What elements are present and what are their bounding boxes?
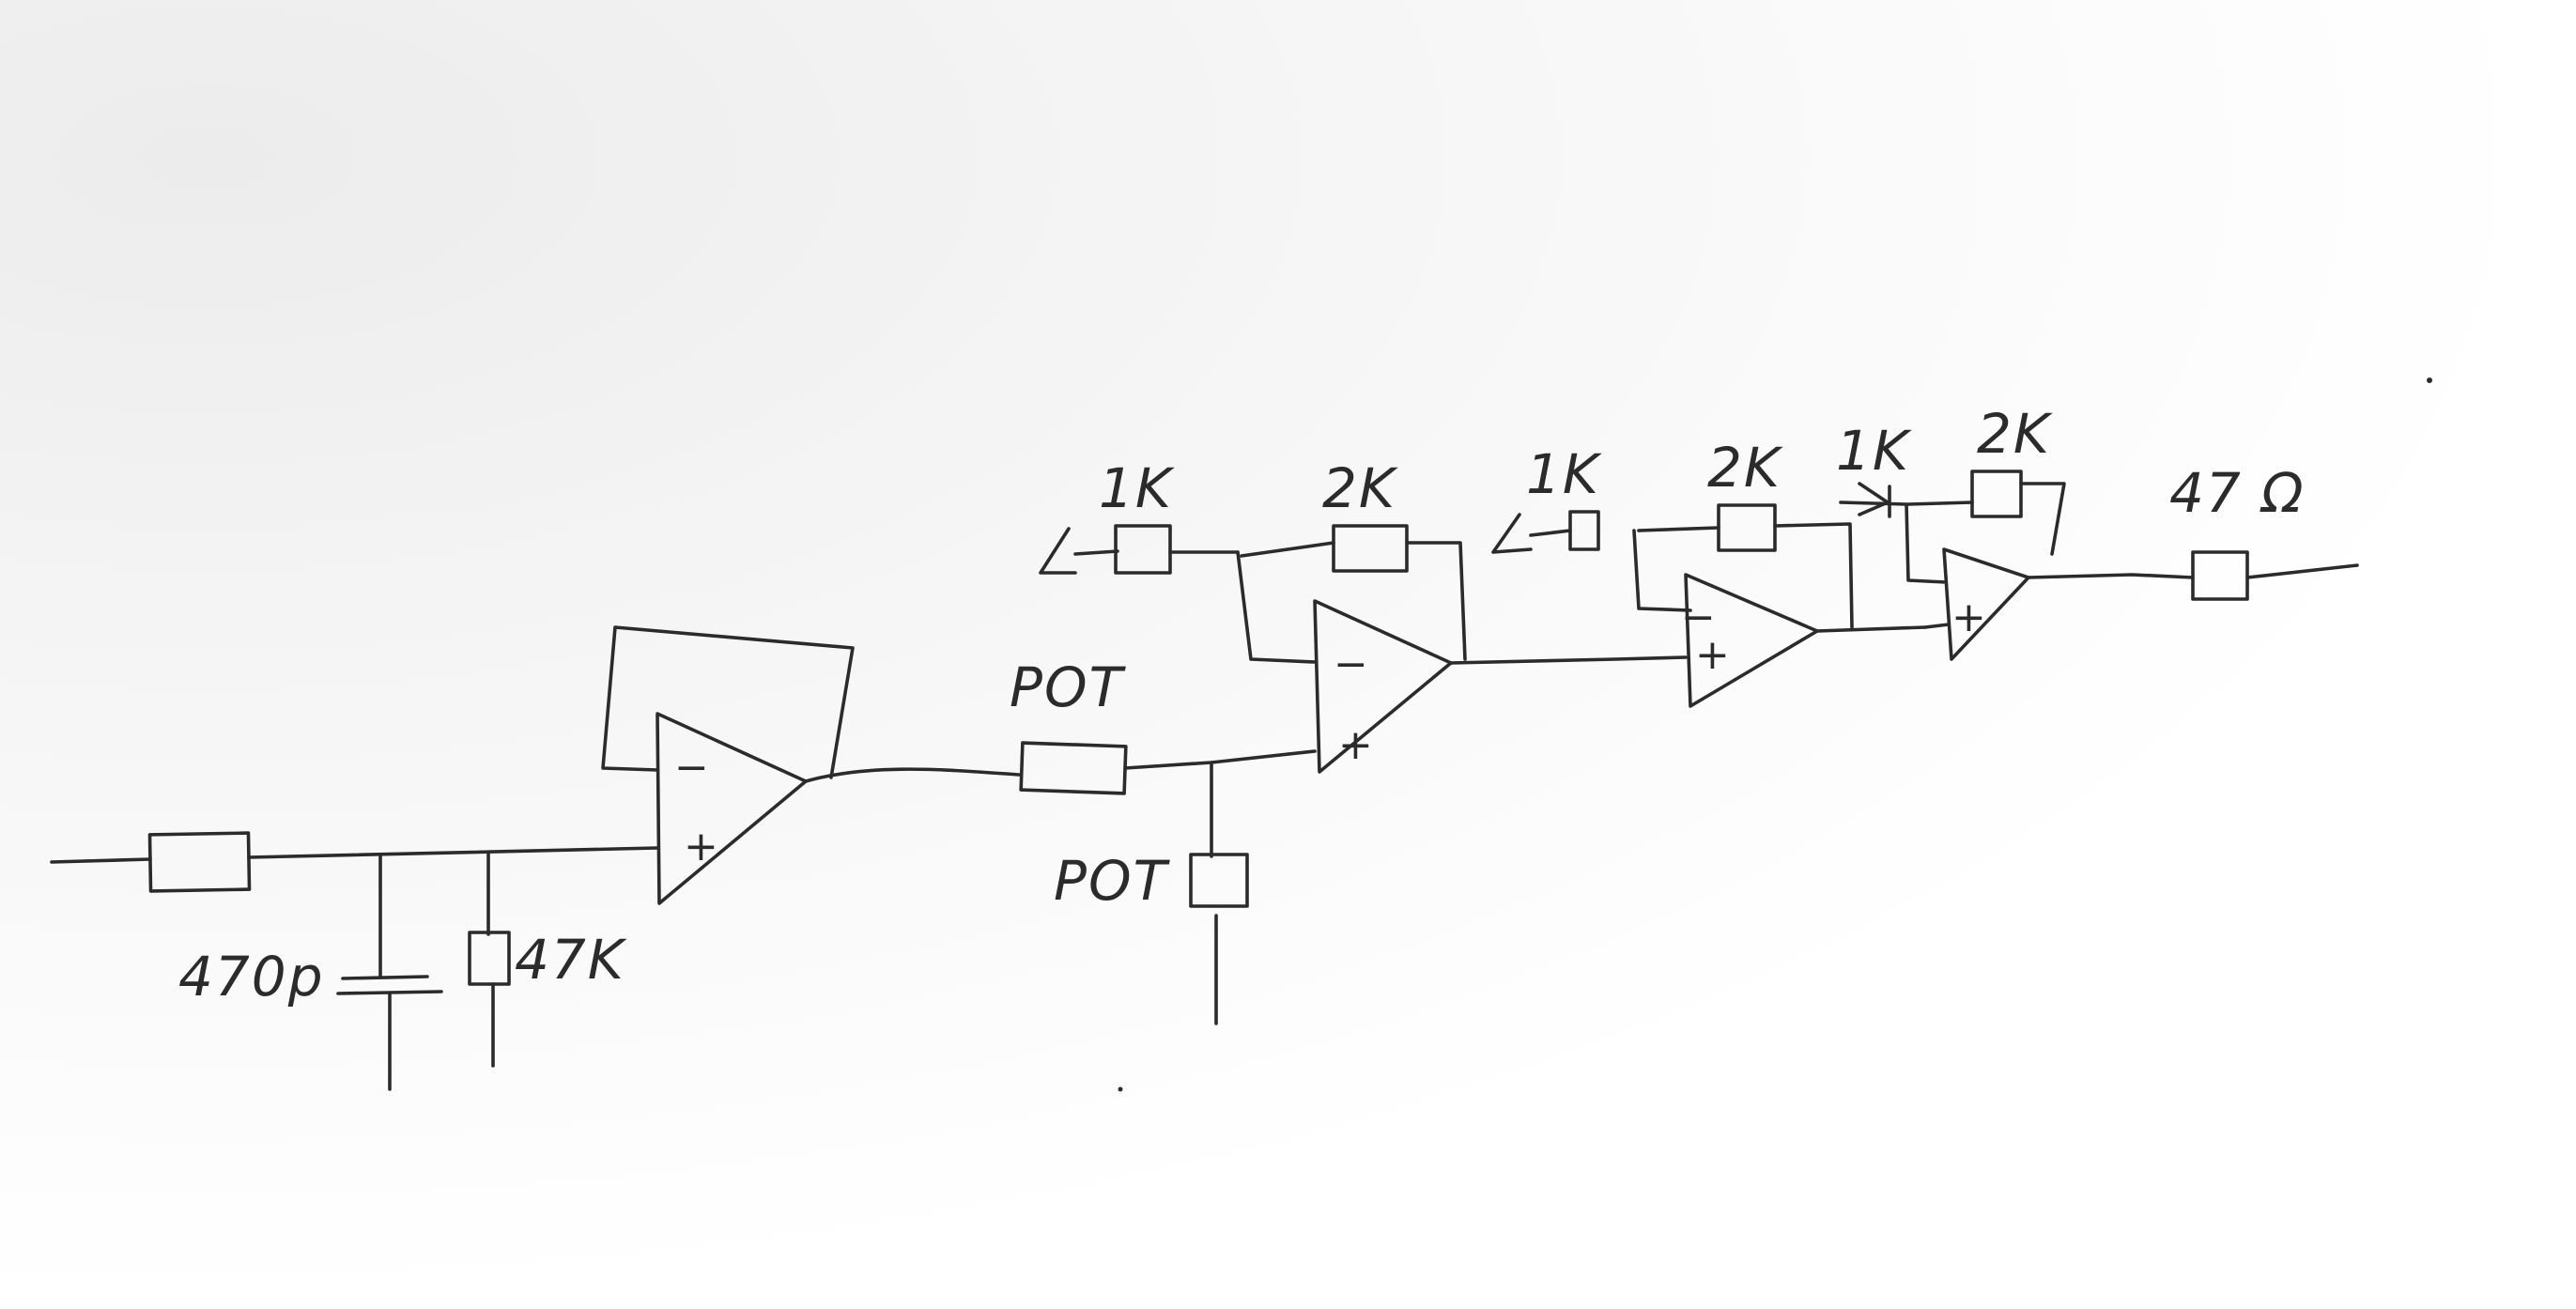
output-wire bbox=[2245, 563, 2359, 579]
resistor-2k-stage-3-label: 2K bbox=[1707, 436, 1783, 500]
stage-2-feedback-right bbox=[1405, 541, 1467, 661]
input-resistor bbox=[147, 831, 252, 893]
resistor-2k-stage-2-label: 2K bbox=[1322, 456, 1398, 520]
stage-1-output-wire bbox=[804, 767, 1021, 783]
resistor-2k-stage-2 bbox=[1332, 524, 1409, 573]
resistor-47-ohm bbox=[2191, 550, 2249, 601]
stage-4-feedback-right bbox=[2019, 482, 2066, 556]
shunt-resistor-47k bbox=[468, 931, 511, 986]
opamp-4-triangle bbox=[1942, 547, 2030, 661]
stage-4-feedback-left bbox=[1905, 502, 1948, 584]
pot-series-label: POT bbox=[1010, 655, 1127, 719]
stage-3-feedback-left bbox=[1632, 529, 1692, 612]
opamp-2-plus: + bbox=[1338, 721, 1373, 769]
opamp-stage-1: − + bbox=[601, 625, 1021, 905]
resistor-47-ohm-label: 47 Ω bbox=[2169, 461, 2306, 525]
resistor-2k-stage-3 bbox=[1717, 503, 1777, 552]
stage-3-feedback-right bbox=[1773, 522, 1854, 629]
resistor-1k-stage-4-label: 1K bbox=[1836, 419, 1912, 483]
opamp-4-plus: + bbox=[1951, 593, 1986, 641]
opamp-3-triangle bbox=[1684, 573, 1819, 708]
diode-symbol bbox=[1858, 482, 1891, 518]
stage-4-ground-wire bbox=[1839, 500, 1908, 506]
opamp-2-minus: − bbox=[1334, 640, 1368, 688]
stray-dot-2 bbox=[1118, 1086, 1123, 1092]
stage-3-ground-wire bbox=[1529, 529, 1572, 537]
resistor-47k-label: 47K bbox=[515, 928, 627, 992]
resistor-2k-stage-4 bbox=[1970, 470, 2023, 518]
opamp-stage-3: 1K 2K − + bbox=[1491, 436, 1927, 708]
stage-3-output-wire bbox=[1815, 625, 1927, 633]
pot-series bbox=[1019, 741, 1128, 795]
opamp-1-triangle bbox=[656, 712, 808, 905]
opamp-1-feedback bbox=[601, 625, 855, 779]
capacitor-470p-label: 470p bbox=[178, 945, 325, 1009]
resistor-2k-stage-4-label: 2K bbox=[1977, 402, 2053, 466]
opamp-1-plus: + bbox=[684, 823, 718, 870]
stage-2-feedback-top bbox=[1240, 541, 1335, 558]
pot-section: POT POT bbox=[1010, 655, 1317, 1025]
input-section: 470p 47K bbox=[50, 831, 659, 1091]
ground-2-symbol bbox=[1491, 513, 1533, 554]
resistor-1k-stage-2-label: 1K bbox=[1099, 456, 1175, 520]
stage-4-input-wire bbox=[1923, 623, 1951, 629]
pot-shunt bbox=[1189, 853, 1249, 908]
stage-4-output-wire bbox=[2027, 573, 2195, 579]
pot-shunt-label: POT bbox=[1054, 849, 1171, 913]
stage-2-inverting-input bbox=[1236, 550, 1317, 664]
opamp-3-plus: + bbox=[1695, 631, 1730, 679]
output-section: 47 Ω bbox=[2027, 461, 2359, 601]
resistor-1k-stage-3 bbox=[1568, 510, 1600, 551]
resistor-1k-stage-3-label: 1K bbox=[1526, 442, 1602, 506]
stage-2-ground-wire-a bbox=[1073, 549, 1119, 556]
input-wire bbox=[50, 857, 152, 864]
stage-2-output-wire bbox=[1449, 655, 1688, 665]
ground-1-symbol bbox=[1039, 527, 1077, 575]
opamp-stage-2: 1K 2K − + bbox=[1039, 456, 1688, 774]
stray-dot-1 bbox=[2427, 377, 2432, 383]
opamp-1-minus: − bbox=[674, 744, 709, 792]
stage-3-feedback-top bbox=[1637, 526, 1720, 532]
opamp-3-minus: − bbox=[1681, 593, 1716, 641]
opamp-stage-4: 1K 2K + bbox=[1836, 402, 2066, 661]
stage-4-feedback-top bbox=[1906, 500, 1974, 506]
opamp-2-triangle bbox=[1313, 599, 1453, 774]
capacitor-plate-top bbox=[341, 975, 429, 980]
input-node-wire bbox=[247, 846, 659, 859]
resistor-1k-stage-2 bbox=[1114, 524, 1172, 575]
pot-to-stage-2-wire bbox=[1123, 749, 1317, 770]
